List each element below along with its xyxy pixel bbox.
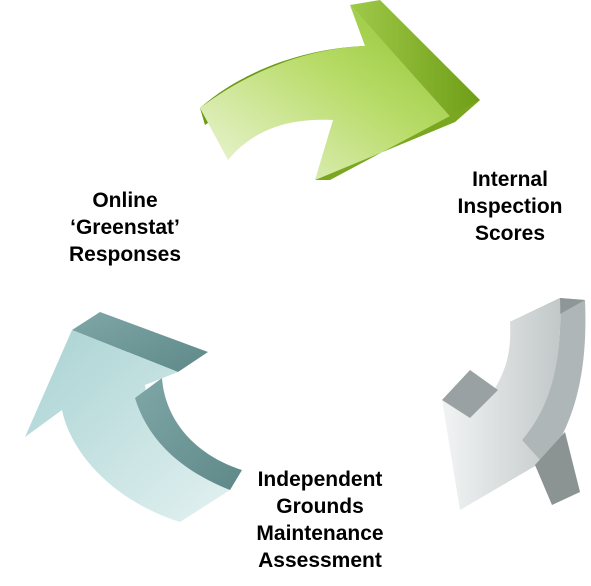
node-independent-line-3: Maintenance <box>256 522 384 545</box>
node-internal-inspection-scores: Internal Inspection Scores <box>430 166 590 247</box>
teal-arrow-inner-curl <box>135 378 242 490</box>
teal-arrow-top <box>72 312 208 372</box>
grey-arrow-head-left <box>442 370 498 418</box>
node-online-line-1: Online <box>92 189 158 212</box>
node-independent-line-4: Assessment <box>258 549 382 572</box>
node-online-line-3: Responses <box>68 243 182 266</box>
arrow-independent-to-online <box>25 312 242 522</box>
node-independent-grounds-maintenance-assessment: Independent Grounds Maintenance Assessme… <box>225 466 415 574</box>
node-independent-line-1: Independent <box>257 468 383 491</box>
node-internal-line-3: Scores <box>474 222 546 245</box>
arrow-internal-to-independent <box>442 298 586 510</box>
arrow-online-to-internal <box>200 0 480 180</box>
node-online-greenstat-responses: Online ‘Greenstat’ Responses <box>40 187 210 268</box>
grey-arrow-shaft-front <box>442 298 561 510</box>
green-arrow-body <box>200 5 455 180</box>
grey-arrow-head-right <box>535 432 580 505</box>
grey-arrow-shaft-side <box>522 298 586 470</box>
node-internal-line-1: Internal <box>472 168 548 191</box>
node-internal-line-2: Inspection <box>457 195 563 218</box>
node-independent-line-2: Grounds <box>276 495 364 518</box>
green-arrow-head-top <box>350 0 480 122</box>
teal-arrow-body <box>25 330 230 522</box>
node-online-line-2: ‘Greenstat’ <box>70 216 180 239</box>
